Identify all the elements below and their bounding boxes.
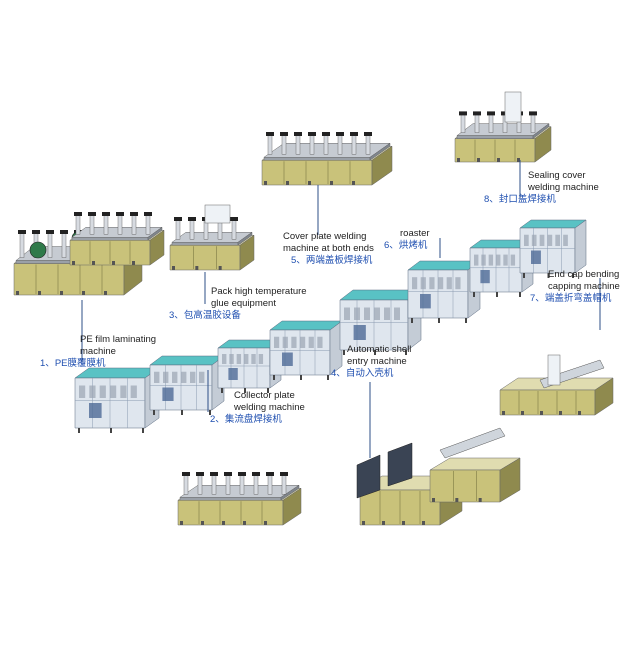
label-roaster-en: roaster (400, 228, 430, 239)
label-sealing-en2: welding machine (528, 182, 599, 193)
label-cover-en1: Cover plate welding (283, 231, 367, 242)
label-pe-film-en1: PE film laminating (80, 334, 157, 345)
label-sealing-en1: Sealing cover (528, 170, 586, 181)
machine-collector-plate (177, 472, 302, 526)
leader-lines (81, 160, 601, 458)
label-pack-glue-en2: glue equipment (211, 298, 276, 309)
label-collector-en2: welding machine (234, 402, 305, 413)
label-cover-cn: 5、两端盖板焊接机 (291, 255, 373, 266)
label-shell-cn: 4、自动入壳机 (331, 368, 394, 379)
label-collector-plate: Collector plate welding machine 2、集流盘焊接机 (210, 390, 305, 426)
machine-cover-plate (261, 132, 393, 186)
line-cell-8 (519, 219, 587, 278)
label-shell-en2: entry machine (347, 356, 407, 367)
label-end-cap: End cap bending capping machine 7、端盖折弯盖帽… (530, 269, 620, 305)
label-endcap-cn: 7、端盖折弯盖帽机 (530, 293, 612, 304)
label-cover-en2: machine at both ends (283, 243, 374, 254)
label-collector-en1: Collector plate (234, 390, 295, 401)
machine-pack-glue (169, 204, 255, 271)
machine-pe-film (13, 212, 165, 296)
label-sealing-cover: Sealing cover welding machine 8、封口盖焊接机 (484, 170, 599, 206)
line-cell-6 (407, 260, 481, 323)
label-cover-plate: Cover plate welding machine at both ends… (283, 231, 374, 267)
label-endcap-en1: End cap bending (548, 269, 620, 280)
machine-sealing-cover (454, 91, 552, 163)
label-roaster: roaster 6、烘烤机 (384, 228, 430, 252)
label-sealing-cn: 8、封口盖焊接机 (484, 194, 556, 205)
label-shell-en1: Automatic shell (347, 344, 412, 355)
label-pack-glue-en1: Pack high temperature (211, 286, 307, 297)
label-pe-film: PE film laminating machine 1、PE膜覆膜机 (40, 334, 157, 370)
line-cell-2 (149, 355, 225, 415)
label-pack-glue: Pack high temperature glue equipment 3、包… (169, 286, 307, 322)
line-cell-4 (269, 320, 343, 380)
label-pack-glue-cn: 3、包高温胶设备 (169, 310, 241, 321)
machine-shell-entry (356, 427, 521, 526)
machine-end-cap (499, 354, 614, 416)
label-roaster-cn: 6、烘烤机 (384, 240, 428, 251)
label-shell-entry: Automatic shell entry machine 4、自动入壳机 (331, 344, 412, 380)
line-cell-1 (74, 367, 160, 433)
production-line (74, 219, 587, 433)
label-pe-film-cn: 1、PE膜覆膜机 (40, 358, 106, 369)
line-cell-5 (339, 289, 422, 355)
label-collector-cn: 2、集流盘焊接机 (210, 414, 282, 425)
label-pe-film-en2: machine (80, 346, 116, 357)
label-endcap-en2: capping machine (548, 281, 620, 292)
